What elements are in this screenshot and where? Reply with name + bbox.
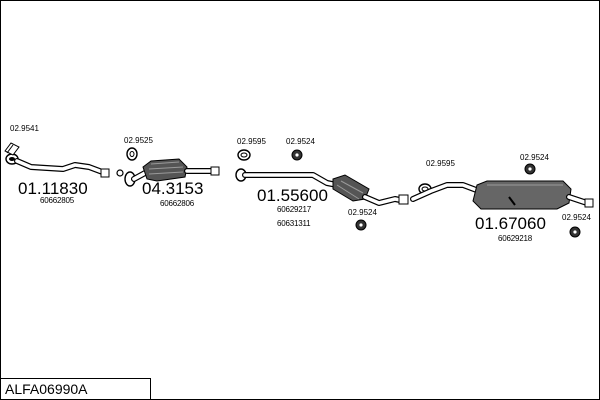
fitting-label-9541: 02.9541 — [10, 124, 39, 133]
fitting-label-9524-d: 02.9524 — [562, 213, 591, 222]
oe-number-4: 60629218 — [498, 234, 533, 243]
hanger-9524-c[interactable] — [524, 163, 536, 175]
fitting-label-9524-c: 02.9524 — [520, 153, 549, 162]
diagram-id: ALFA06990A — [5, 381, 88, 397]
middle-silencer[interactable] — [235, 168, 409, 206]
catalytic-converter[interactable] — [124, 158, 220, 187]
front-pipe[interactable] — [5, 153, 110, 178]
part-number-3: 01.55600 — [257, 186, 328, 205]
gasket-9525[interactable] — [126, 147, 138, 161]
fitting-label-9524-a: 02.9524 — [286, 137, 315, 146]
fitting-label-9524-b: 02.9524 — [348, 208, 377, 217]
fitting-label-9525: 02.9525 — [124, 136, 153, 145]
hanger-9524-d[interactable] — [569, 226, 581, 238]
part-number-4: 01.67060 — [475, 214, 546, 233]
oe-number-1: 60662805 — [40, 196, 75, 205]
diagram-id-box: ALFA06990A — [1, 378, 151, 399]
oe-number-3a: 60629217 — [277, 205, 312, 214]
oe-number-3b: 60631311 — [277, 219, 311, 228]
fitting-label-9595-a: 02.9595 — [237, 137, 266, 146]
gasket-9541[interactable] — [4, 142, 20, 156]
part-number-2: 04.3153 — [142, 179, 203, 198]
clamp-9595-a[interactable] — [237, 149, 251, 161]
hanger-9524-a[interactable] — [291, 149, 303, 161]
hanger-9524-b[interactable] — [355, 219, 367, 231]
clamp-1[interactable] — [116, 169, 124, 177]
rear-silencer[interactable] — [410, 180, 594, 210]
part-number-1: 01.11830 — [18, 179, 88, 198]
oe-number-2: 60662806 — [160, 199, 195, 208]
fitting-label-9595-b: 02.9595 — [426, 159, 455, 168]
